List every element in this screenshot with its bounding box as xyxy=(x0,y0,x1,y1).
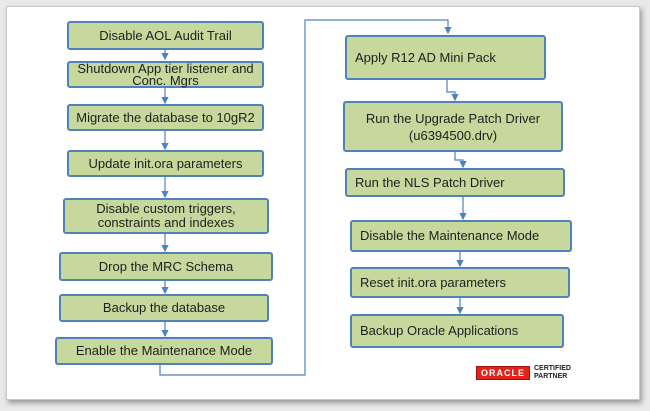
oracle-brand-mark: ORACLE xyxy=(476,366,530,380)
partner-line1: CERTIFIED xyxy=(534,365,571,372)
step-shutdown-app-tier: Shutdown App tier listener and Conc. Mgr… xyxy=(67,61,264,88)
partner-text: CERTIFIED PARTNER xyxy=(534,365,571,381)
step-drop-mrc-schema: Drop the MRC Schema xyxy=(59,252,273,281)
step-enable-maintenance-mode: Enable the Maintenance Mode xyxy=(55,337,273,365)
arrow-cross xyxy=(159,19,452,376)
oracle-certified-partner-logo: ORACLE CERTIFIED PARTNER xyxy=(476,365,571,381)
step-reset-init-ora: Reset init.ora parameters xyxy=(350,267,570,298)
step-disable-custom-triggers: Disable custom triggers, constraints and… xyxy=(63,198,269,234)
step-backup-oracle-applications: Backup Oracle Applications xyxy=(350,314,564,348)
step-apply-r12-ad-mini-pack: Apply R12 AD Mini Pack xyxy=(345,35,546,80)
partner-line2: PARTNER xyxy=(534,373,568,380)
arrow-r1 xyxy=(446,80,459,102)
step-disable-aol-audit-trail: Disable AOL Audit Trail xyxy=(67,21,264,50)
arrow-r2 xyxy=(454,152,467,169)
step-run-nls-patch-driver: Run the NLS Patch Driver xyxy=(345,168,565,197)
step-run-upgrade-patch-driver: Run the Upgrade Patch Driver (u6394500.d… xyxy=(343,101,563,152)
step-backup-database: Backup the database xyxy=(59,294,269,322)
step-disable-maintenance-mode: Disable the Maintenance Mode xyxy=(350,220,572,252)
step-update-init-ora: Update init.ora parameters xyxy=(67,150,264,177)
step-migrate-database: Migrate the database to 10gR2 xyxy=(67,104,264,131)
